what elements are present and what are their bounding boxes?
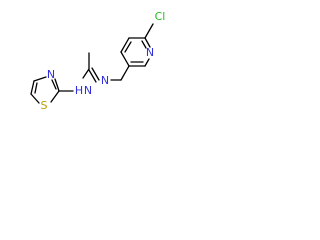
- bond-pyr-6: [144, 58, 150, 67]
- bond-pyr-1: [144, 37, 151, 48]
- bond-thz-3: [30, 80, 35, 95]
- atom-labels: Cl N N N H N S: [41, 10, 166, 112]
- bond-amidine-cn-double-b: [88, 69, 97, 83]
- atom-nh: N: [84, 84, 92, 97]
- bond-pyr-3: [120, 37, 130, 53]
- bond-pyr-1-double: [141, 40, 147, 49]
- atom-n-pyridine: N: [146, 46, 154, 59]
- atom-s-thiazole: S: [41, 99, 48, 112]
- bond-thz-5: [50, 90, 60, 103]
- bond-thz-3-double: [34, 82, 38, 94]
- bond-pyr-4: [120, 51, 130, 67]
- bond-thz-1-double: [51, 79, 57, 90]
- bonds: [30, 23, 154, 104]
- chemical-structure: Cl N N N H N S: [30, 10, 166, 112]
- bond-thz-2: [33, 76, 47, 82]
- bond-pyr-3-double: [124, 41, 132, 53]
- bond-amidine-nh: [82, 68, 90, 79]
- bond-thz-1: [54, 78, 60, 92]
- bond-cl-c: [144, 23, 154, 39]
- bond-ch2-1: [120, 65, 130, 81]
- atom-n-thiazole: N: [47, 68, 55, 81]
- bond-amidine-cn-double-a: [91, 67, 100, 81]
- atom-n-imine: N: [101, 74, 109, 87]
- bond-thz-4: [30, 93, 40, 104]
- atom-h-nh: H: [75, 84, 83, 97]
- atom-cl: Cl: [155, 10, 166, 23]
